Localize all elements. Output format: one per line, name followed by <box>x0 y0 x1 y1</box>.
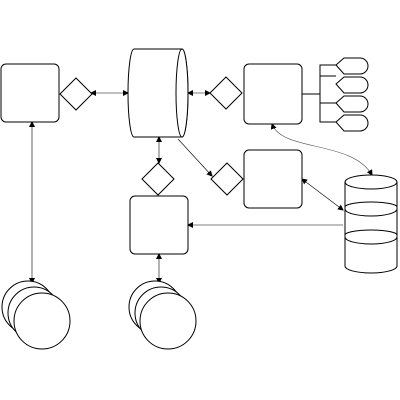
tag-3[interactable] <box>335 95 369 113</box>
connectors <box>29 90 373 284</box>
tag-2[interactable] <box>335 76 369 94</box>
storage-cylinder[interactable] <box>127 48 189 138</box>
edge-cylinder-to-decision-middle-right <box>177 138 213 177</box>
edge-box-middle-right-to-database <box>301 178 344 211</box>
process-box-left[interactable] <box>0 63 60 123</box>
disk-stack-left[interactable] <box>1 280 71 350</box>
database-stack[interactable] <box>344 174 398 274</box>
decision-left[interactable] <box>59 77 93 111</box>
decision-center[interactable] <box>141 162 175 196</box>
decision-top-right[interactable] <box>209 76 243 110</box>
process-box-middle-right[interactable] <box>243 149 303 209</box>
process-box-center[interactable] <box>129 195 189 255</box>
tag-group <box>302 57 369 132</box>
decision-middle-right[interactable] <box>210 162 244 196</box>
tag-1[interactable] <box>335 57 369 75</box>
disk-stack-center[interactable] <box>128 280 197 350</box>
tag-4[interactable] <box>335 114 369 132</box>
edge-box-top-right-to-database <box>270 123 373 176</box>
process-box-top-right[interactable] <box>243 63 303 125</box>
